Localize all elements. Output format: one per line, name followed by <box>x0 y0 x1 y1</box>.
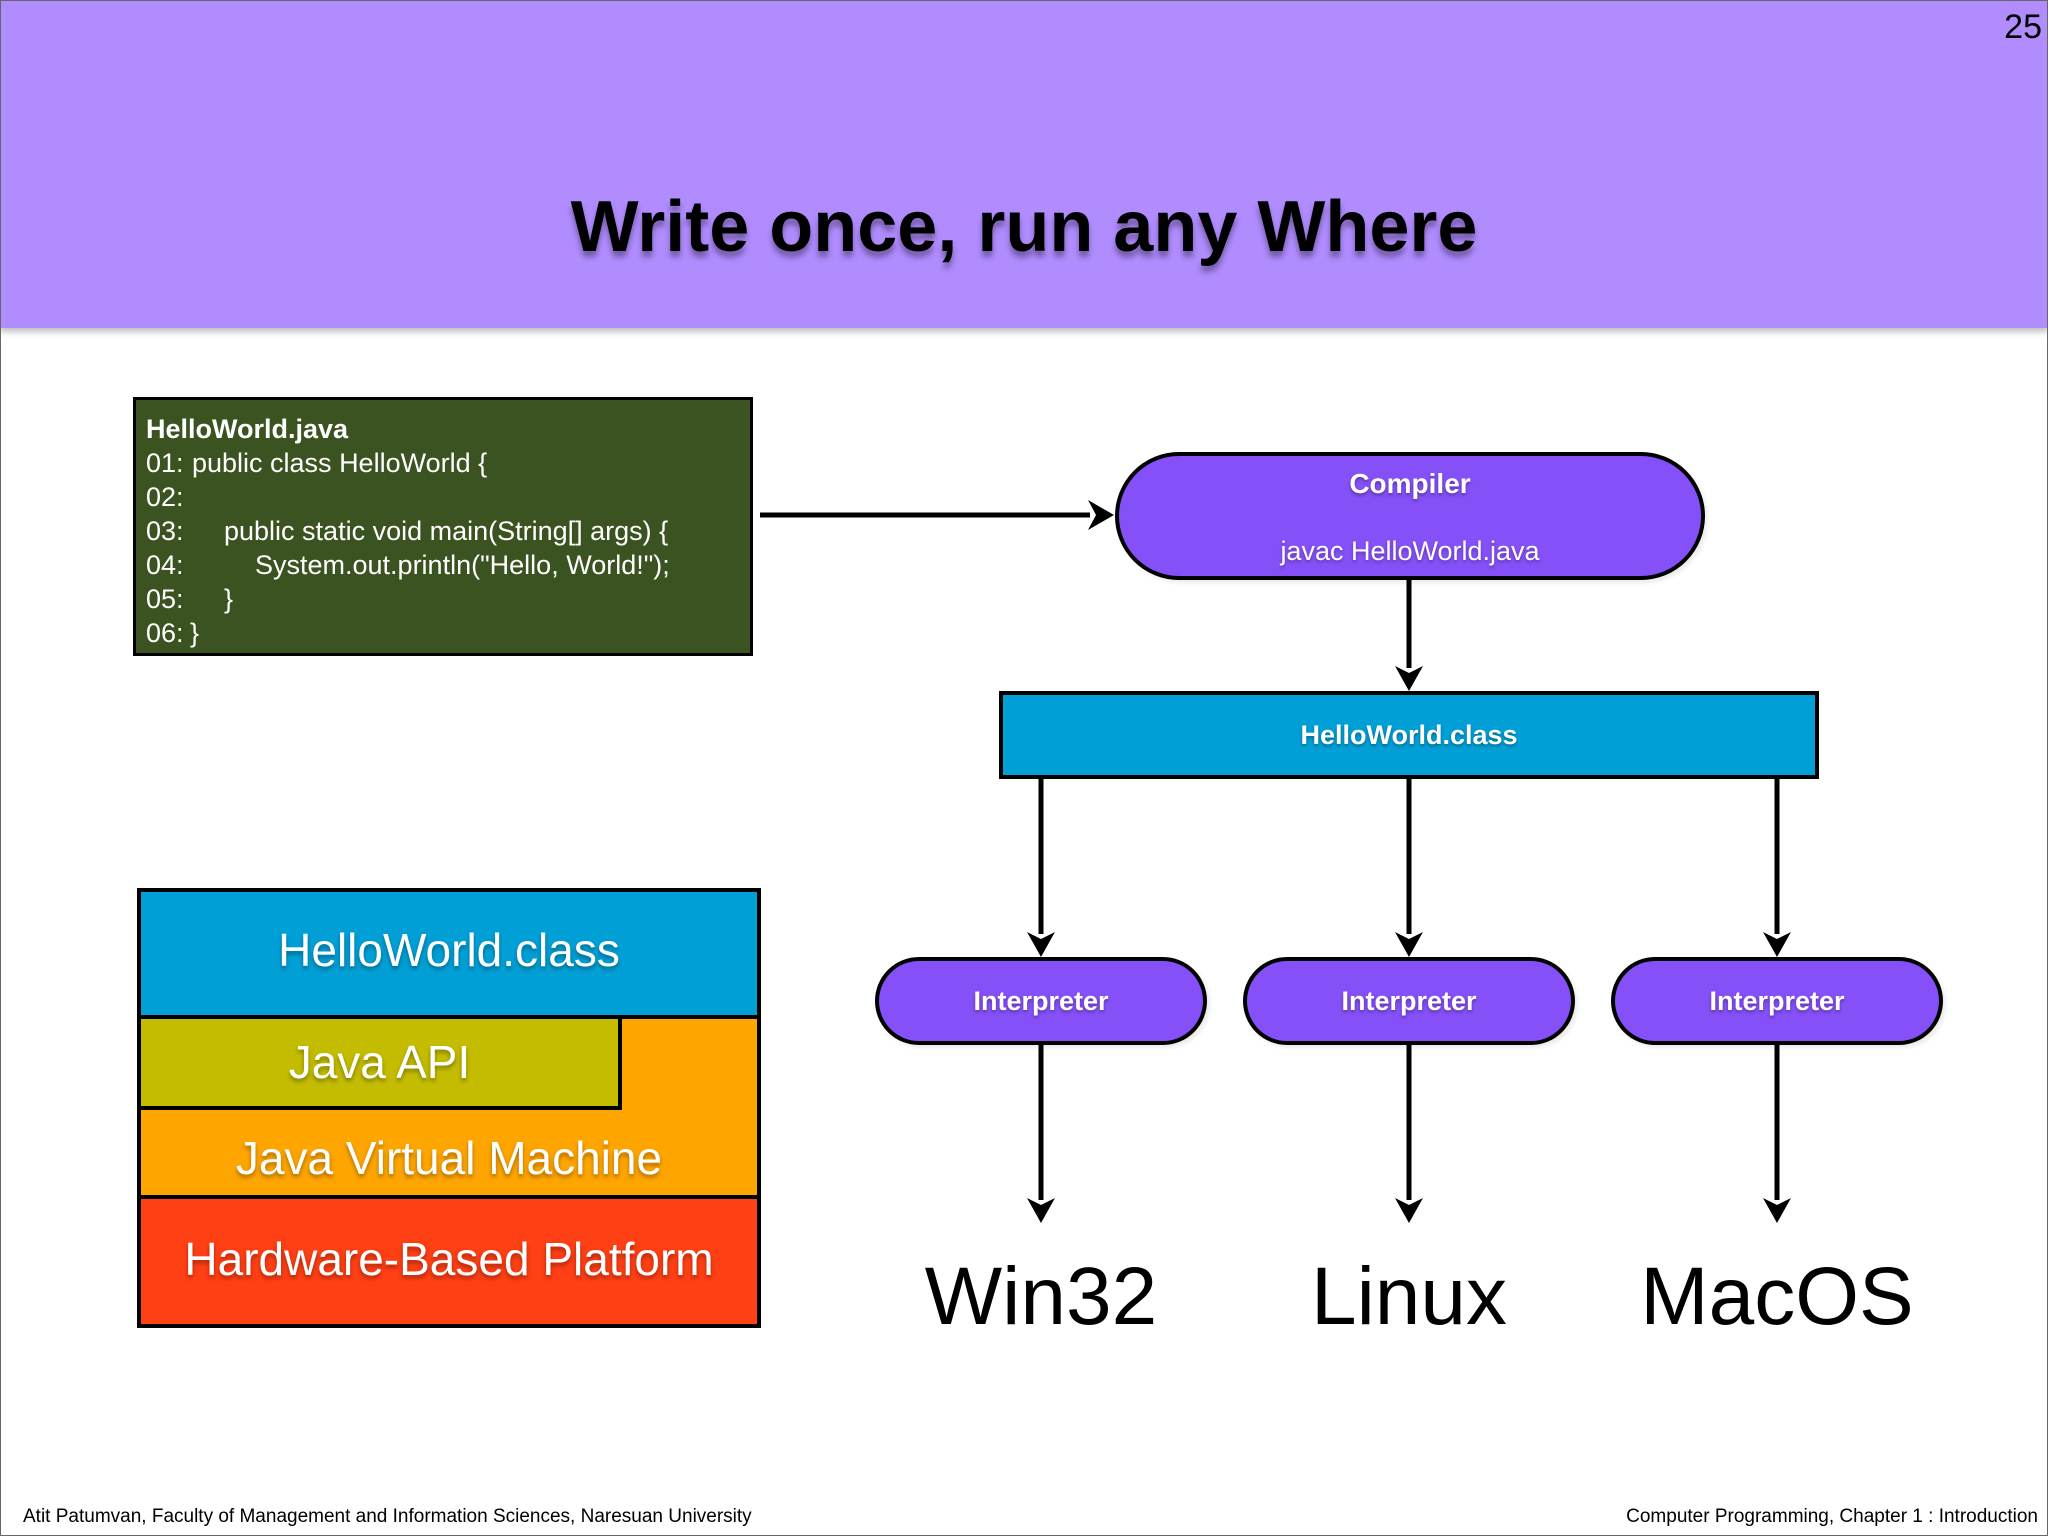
footer-course: Computer Programming, Chapter 1 : Introd… <box>1626 1506 2038 1527</box>
interpreter-node-linux: Interpreter <box>1243 957 1575 1045</box>
line-text: System.out.println("Hello, World!"); <box>255 550 670 580</box>
slide-header: 25 Write once, run any Where <box>0 0 2048 328</box>
arrow-code-to-compiler <box>760 500 1114 530</box>
class-layer-label: HelloWorld.class <box>278 924 620 976</box>
code-line: 05:} <box>146 582 750 616</box>
platform-macos: MacOS <box>1640 1251 1914 1342</box>
footer-author: Atit Patumvan, Faculty of Management and… <box>23 1506 752 1527</box>
line-number: 04: <box>146 550 184 580</box>
arrow-class-to-interpreter-1 <box>1027 779 1055 957</box>
arrow-class-to-interpreter-3 <box>1763 779 1791 957</box>
code-line: 06:} <box>146 616 750 650</box>
platform-win32: Win32 <box>924 1251 1158 1342</box>
code-line: 01: public class HelloWorld { <box>146 446 750 480</box>
source-code-box: HelloWorld.java 01: public class HelloWor… <box>133 397 753 656</box>
line-text: } <box>224 584 234 614</box>
hardware-layer: Hardware-Based Platform <box>137 1195 761 1328</box>
interpreter-node-macos: Interpreter <box>1611 957 1943 1045</box>
arrow-interpreter-to-macos <box>1763 1045 1791 1223</box>
slide-title: Write once, run any Where <box>570 187 1478 267</box>
arrow-interpreter-to-linux <box>1395 1045 1423 1223</box>
code-line: 04: System.out.println("Hello, World!"); <box>146 548 750 582</box>
class-file-node: HelloWorld.class <box>999 691 1819 779</box>
source-filename: HelloWorld.java <box>146 414 349 444</box>
class-file-label: HelloWorld.class <box>1300 720 1518 750</box>
java-platform-stack: Hardware-Based Platform Java Virtual Mac… <box>137 888 761 1328</box>
line-number: 01: <box>146 448 184 478</box>
line-text: public class HelloWorld { <box>192 448 488 478</box>
class-layer: HelloWorld.class <box>137 888 761 1019</box>
compiler-node: Compiler javac HelloWorld.java <box>1115 452 1705 580</box>
page-number: 25 <box>2004 8 2042 46</box>
line-text: } <box>190 618 200 648</box>
compiler-title: Compiler <box>1349 468 1471 499</box>
interpreter-node-win32: Interpreter <box>875 957 1207 1045</box>
line-number: 02: <box>146 482 184 512</box>
code-lines: 01: public class HelloWorld { 02: 03: public… <box>146 446 750 650</box>
compiler-command: javac HelloWorld.java <box>1280 536 1540 566</box>
arrow-class-to-interpreter-2 <box>1395 779 1423 957</box>
line-number: 05: <box>146 584 184 614</box>
interpreter-label: Interpreter <box>1341 986 1477 1016</box>
platform-linux: Linux <box>1310 1251 1508 1342</box>
line-number: 06: <box>146 618 184 648</box>
interpreter-label: Interpreter <box>1709 986 1845 1016</box>
line-text: public static void main(String[] args) { <box>224 516 669 546</box>
arrow-interpreter-to-win32 <box>1027 1045 1055 1223</box>
arrow-compiler-to-class <box>1395 580 1423 691</box>
java-api-layer: Java API <box>137 1015 622 1110</box>
java-api-layer-label: Java API <box>288 1036 471 1088</box>
line-number: 03: <box>146 516 184 546</box>
jvm-layer-label: Java Virtual Machine <box>235 1132 663 1184</box>
code-line: 03: public static void main(String[] args… <box>146 514 750 548</box>
interpreter-label: Interpreter <box>973 986 1109 1016</box>
code-line: 02: <box>146 480 750 514</box>
hardware-layer-label: Hardware-Based Platform <box>184 1233 714 1285</box>
